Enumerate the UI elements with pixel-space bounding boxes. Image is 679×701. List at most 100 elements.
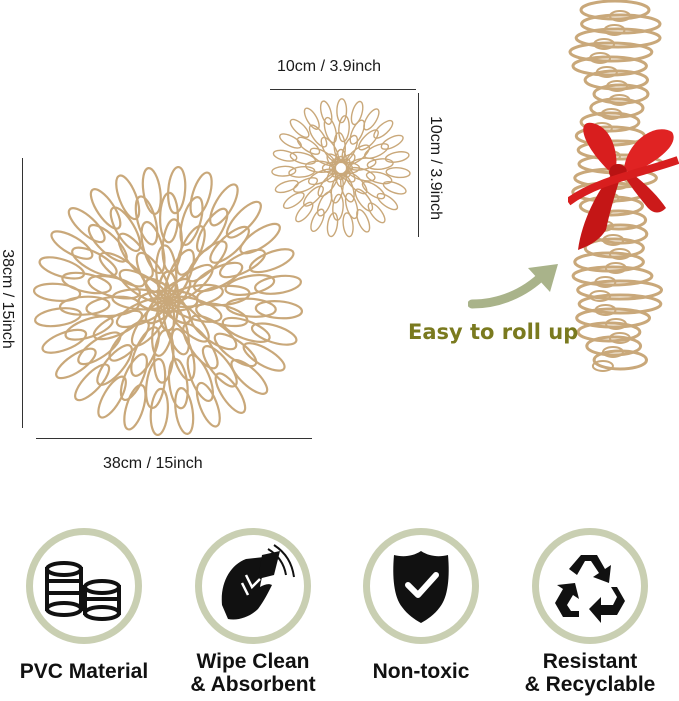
roll-loop: [574, 27, 662, 49]
lace-petal: [319, 100, 333, 125]
coin-stack-icon: [45, 561, 121, 621]
large-width-line: [36, 438, 312, 439]
large-height-label: 38cm / 15inch: [0, 249, 16, 349]
small-height-line: [418, 93, 419, 237]
roll-up-label: Easy to roll up: [408, 320, 579, 344]
feature-line2: & Absorbent: [190, 673, 316, 696]
feature-label-wipe: Wipe Clean & Absorbent: [168, 650, 338, 696]
lace-petal: [338, 115, 350, 143]
lace-petal: [225, 200, 262, 239]
curved-arrow-icon: [467, 262, 560, 312]
lace-petal: [292, 177, 319, 193]
lace-petal: [365, 171, 393, 185]
lace-petal: [361, 181, 386, 200]
feature-line1: Resistant: [542, 650, 638, 673]
feature-label-recycle: Resistant & Recyclable: [505, 650, 675, 696]
wipe-hand-icon: [221, 544, 295, 620]
lace-petal: [323, 116, 338, 144]
lace-petal: [254, 274, 302, 295]
lace-petal: [123, 383, 147, 431]
lace-petal: [97, 375, 127, 419]
lace-petal: [32, 282, 82, 302]
lace-petal: [358, 129, 379, 151]
lace-petal: [158, 191, 180, 244]
lace-petal: [218, 248, 267, 279]
lace-petal: [344, 171, 368, 195]
lace-petal: [350, 100, 364, 126]
small-width-line: [270, 89, 416, 90]
roll-loop: [589, 97, 645, 119]
lace-petal: [77, 331, 122, 366]
lace-petal: [109, 206, 142, 253]
lace-petal: [332, 193, 344, 221]
roll-loop: [591, 360, 614, 372]
lace-petal: [225, 297, 277, 318]
feature-circle-recycle: [532, 528, 648, 644]
lace-petal: [248, 248, 295, 274]
lace-petal: [167, 165, 187, 215]
lace-petal: [274, 179, 299, 194]
lace-petal: [288, 165, 316, 178]
lace-petal: [213, 332, 258, 368]
feature-label-nontoxic: Non-toxic: [336, 660, 506, 683]
lace-petal: [186, 353, 215, 403]
lace-petal: [55, 347, 97, 380]
lace-petal: [71, 246, 118, 277]
small-height-label: 10cm / 3.9inch: [427, 115, 444, 221]
lace-petal: [373, 119, 394, 139]
lace-petal: [195, 207, 229, 253]
lace-petal: [149, 387, 169, 437]
small-coaster-image: [270, 97, 412, 239]
roll-loop: [576, 321, 642, 343]
red-ribbon-bow: [565, 110, 679, 270]
lace-petal: [382, 180, 407, 195]
lace-petal: [189, 171, 213, 219]
lace-petal: [289, 151, 317, 165]
lace-petal: [336, 98, 348, 124]
roll-loop: [571, 55, 648, 77]
lace-petal: [41, 328, 88, 354]
lace-petal: [289, 118, 310, 139]
roll-loop: [577, 293, 663, 315]
lace-petal: [295, 201, 314, 223]
small-flower-coaster: [271, 98, 411, 238]
lace-petal: [279, 133, 302, 149]
lace-petal: [303, 107, 320, 130]
roll-loop: [583, 69, 649, 91]
lace-petal: [367, 202, 386, 224]
lace-petal: [67, 207, 106, 244]
lace-petal: [195, 381, 221, 428]
feature-circle-pvc: [26, 528, 142, 644]
lace-petal: [296, 136, 321, 155]
large-height-line: [22, 158, 23, 428]
lace-petal: [380, 134, 404, 150]
feature-line1: Non-toxic: [372, 660, 470, 683]
lace-petal: [242, 342, 286, 372]
lace-petal: [141, 167, 162, 215]
lace-petal: [354, 188, 374, 212]
lace-petal: [182, 323, 219, 370]
lace-petal: [254, 300, 304, 320]
lace-petal: [96, 344, 133, 386]
roll-loop: [576, 279, 663, 301]
lace-petal: [356, 208, 371, 233]
lace-petal: [119, 353, 148, 402]
lace-petal: [134, 195, 159, 246]
lace-petal: [115, 174, 141, 221]
lace-petal: [308, 124, 328, 148]
lace-petal: [376, 192, 399, 211]
lace-petal: [87, 223, 128, 263]
lace-petal: [89, 188, 122, 230]
lace-petal: [174, 387, 195, 435]
roll-loop: [583, 237, 645, 259]
roll-loop: [575, 307, 651, 329]
roll-loop: [568, 41, 654, 63]
lace-petal: [224, 273, 276, 297]
recycle-icon: [555, 555, 625, 623]
lace-petal: [363, 143, 390, 159]
lace-petal: [34, 307, 82, 328]
lace-petal: [344, 192, 359, 220]
lace-petal: [271, 165, 297, 177]
feature-line1: Wipe Clean: [196, 650, 310, 673]
lace-petal: [50, 230, 94, 260]
